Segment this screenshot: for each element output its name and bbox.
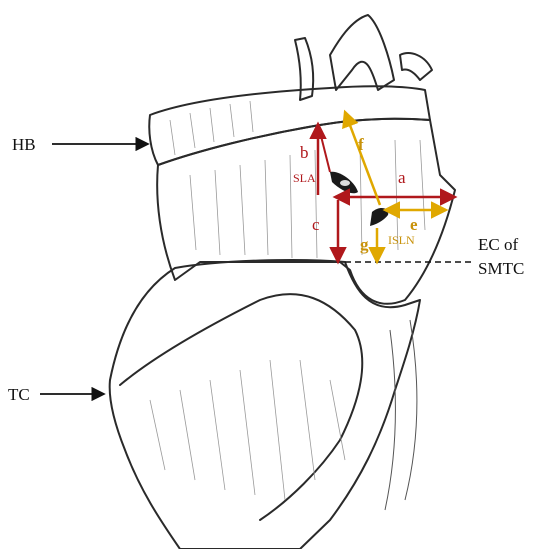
hb-label: HB (12, 135, 36, 154)
label-e: e (410, 215, 418, 234)
ec-label-line1: EC of (478, 235, 518, 254)
label-sla: SLA (293, 171, 316, 185)
ec-label-line2: SMTC (478, 259, 524, 278)
label-g: g (360, 235, 369, 254)
label-isln: ISLN (388, 233, 415, 247)
label-a: a (398, 168, 406, 187)
label-f: f (358, 135, 364, 154)
label-b: b (300, 143, 309, 162)
label-c: c (312, 215, 320, 234)
sla-opening-highlight (340, 180, 350, 186)
tc-label: TC (8, 385, 30, 404)
